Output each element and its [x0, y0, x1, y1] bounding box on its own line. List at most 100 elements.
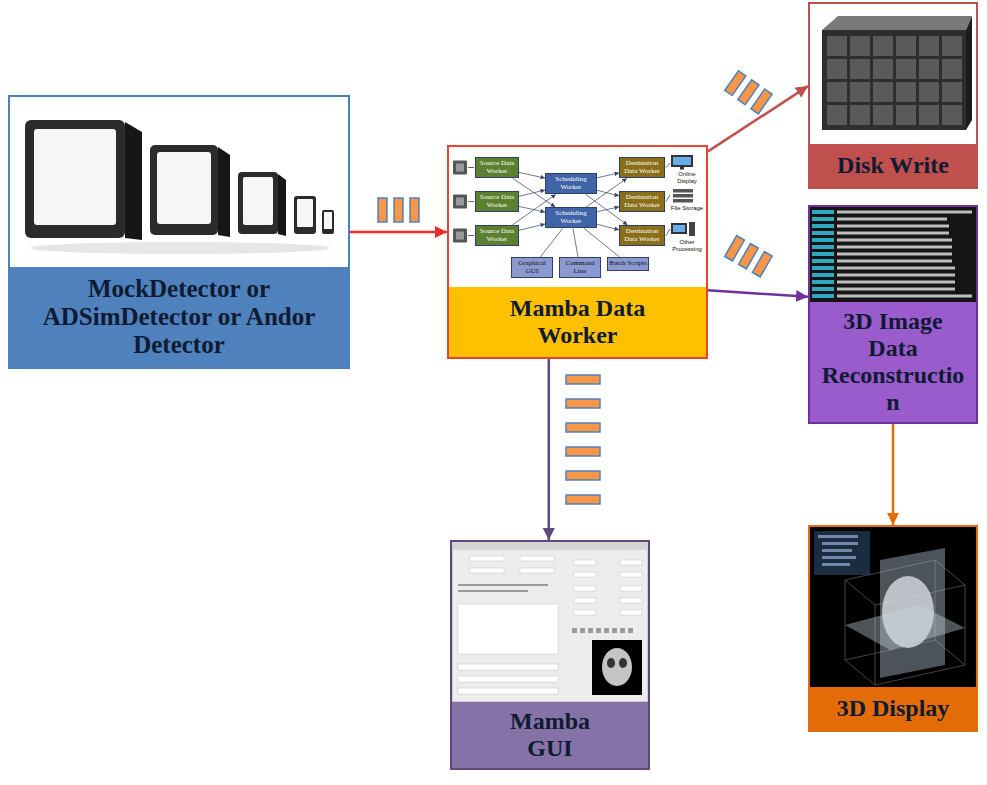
flow-arrow: [519, 172, 545, 178]
gui-screenshot: [458, 590, 528, 592]
detector-illustration: [297, 199, 313, 227]
server-illustration: [919, 82, 939, 102]
worker-illustration: [449, 147, 706, 287]
terminal-screenshot: [812, 287, 834, 291]
gui-screenshot: [620, 628, 625, 633]
node-label: Mamba Data Worker: [483, 295, 672, 349]
terminal-screenshot: [837, 253, 952, 256]
worker-box: Scheduling Worker: [545, 207, 597, 228]
node-label: 3D Display: [818, 695, 968, 722]
data-packets: [725, 71, 772, 114]
flow-arrow: [584, 228, 619, 257]
caption-band: 3D Display: [810, 687, 976, 730]
terminal-screenshot: [837, 246, 952, 249]
node-label: 3D Image Data Reconstruction: [818, 308, 968, 416]
icon-label: Online Display: [668, 171, 706, 184]
data-packets: [566, 375, 600, 384]
worker-box: Destination Data Worker: [619, 157, 665, 178]
server-illustration: [873, 59, 893, 79]
detector-illustration: [150, 145, 218, 235]
icon-label: Other Processing: [668, 239, 706, 252]
data-packets: [566, 495, 600, 504]
server-illustration: [896, 105, 916, 125]
worker-illustration: [453, 161, 467, 243]
detector-illustration: [30, 242, 330, 254]
worker-illustration: [671, 223, 687, 234]
gui-screenshot: [520, 568, 554, 573]
flow-arrow: [350, 231, 447, 234]
data-packets: [566, 399, 600, 408]
gui-screenshot: [628, 628, 633, 633]
figure-panel: MockDetector or ADSimDetector or Andor D…: [8, 95, 350, 369]
node-label: Mamba GUI: [502, 708, 598, 762]
detector-illustration: [25, 120, 334, 254]
gui-screenshot: [520, 556, 554, 561]
detector-illustration: [278, 174, 286, 236]
gui-screenshot: [458, 688, 558, 694]
data-packets: [566, 447, 600, 456]
node-label: Batch Scripts: [609, 260, 647, 268]
volume-render: [845, 580, 846, 660]
node-label: Graphical GUI: [513, 260, 551, 275]
terminal-screenshot: [837, 295, 972, 298]
gui-screenshot: [458, 676, 558, 682]
gui-screenshot: [620, 560, 642, 565]
terminal-screenshot: [812, 224, 834, 228]
gui-screenshot: [574, 610, 596, 615]
server-illustration: [966, 16, 972, 130]
detector-illustration: [25, 120, 125, 238]
terminal-screenshot: [812, 266, 834, 270]
node-label: Scheduling Worker: [547, 210, 595, 225]
picture-area: [810, 527, 976, 687]
worker-illustration: [449, 147, 706, 287]
terminal-screenshot: [812, 245, 834, 249]
picture-area: [810, 4, 976, 144]
volume-render: [822, 556, 856, 559]
worker-illustration: [673, 225, 685, 232]
flow-arrow: [597, 207, 619, 212]
detector-illustration: [157, 152, 211, 224]
volume-render: [822, 563, 850, 566]
figure-panel: 3D Display: [808, 525, 978, 732]
data-packets: [739, 244, 759, 269]
volume-render: [965, 585, 966, 665]
data-packets: [725, 236, 745, 261]
terminal-screenshot: [837, 267, 955, 270]
figure-panel: Mamba GUI: [450, 540, 650, 770]
worker-box: Source Data Worker: [475, 225, 519, 246]
node-label: Source Data Worker: [477, 194, 517, 209]
volume-render: [814, 531, 870, 575]
detector-illustration: [238, 172, 278, 234]
terminal-screenshot: [837, 239, 952, 242]
terminal-screenshot: [812, 238, 834, 242]
worker-illustration: [456, 164, 464, 240]
worker-illustration: [689, 222, 695, 236]
node-label: MockDetector or ADSimDetector or Andor D…: [30, 275, 328, 359]
worker-illustration: [468, 167, 474, 168]
detector-illustration: [324, 212, 332, 229]
detector-illustration: [34, 129, 116, 225]
gui-screenshot: [620, 586, 642, 591]
flow-arrow: [540, 228, 562, 257]
volume-render: [845, 605, 965, 650]
figure-panel: Mamba Data WorkerSource Data WorkerSourc…: [447, 145, 708, 359]
data-packets: [566, 423, 600, 432]
figure-panel: 3D Image Data Reconstruction: [808, 205, 978, 424]
caption-band: 3D Image Data Reconstruction: [810, 302, 976, 422]
server-illustration: [850, 82, 870, 102]
worker-illustration: [666, 195, 670, 202]
terminal-screenshot: [837, 218, 947, 221]
server-illustration: [873, 82, 893, 102]
worker-illustration: [673, 189, 693, 193]
terminal-screenshot: [837, 211, 972, 214]
caption-band: Mamba Data Worker: [449, 287, 706, 357]
flow-arrow: [708, 290, 808, 296]
gui-screenshot: [620, 610, 642, 615]
terminal-screenshot: [812, 210, 834, 214]
server-illustration: [942, 82, 962, 102]
gui-screenshot: [452, 542, 648, 550]
gui-screenshot: [602, 648, 632, 686]
data-packets: [378, 198, 387, 222]
flow-arrow: [573, 228, 578, 257]
